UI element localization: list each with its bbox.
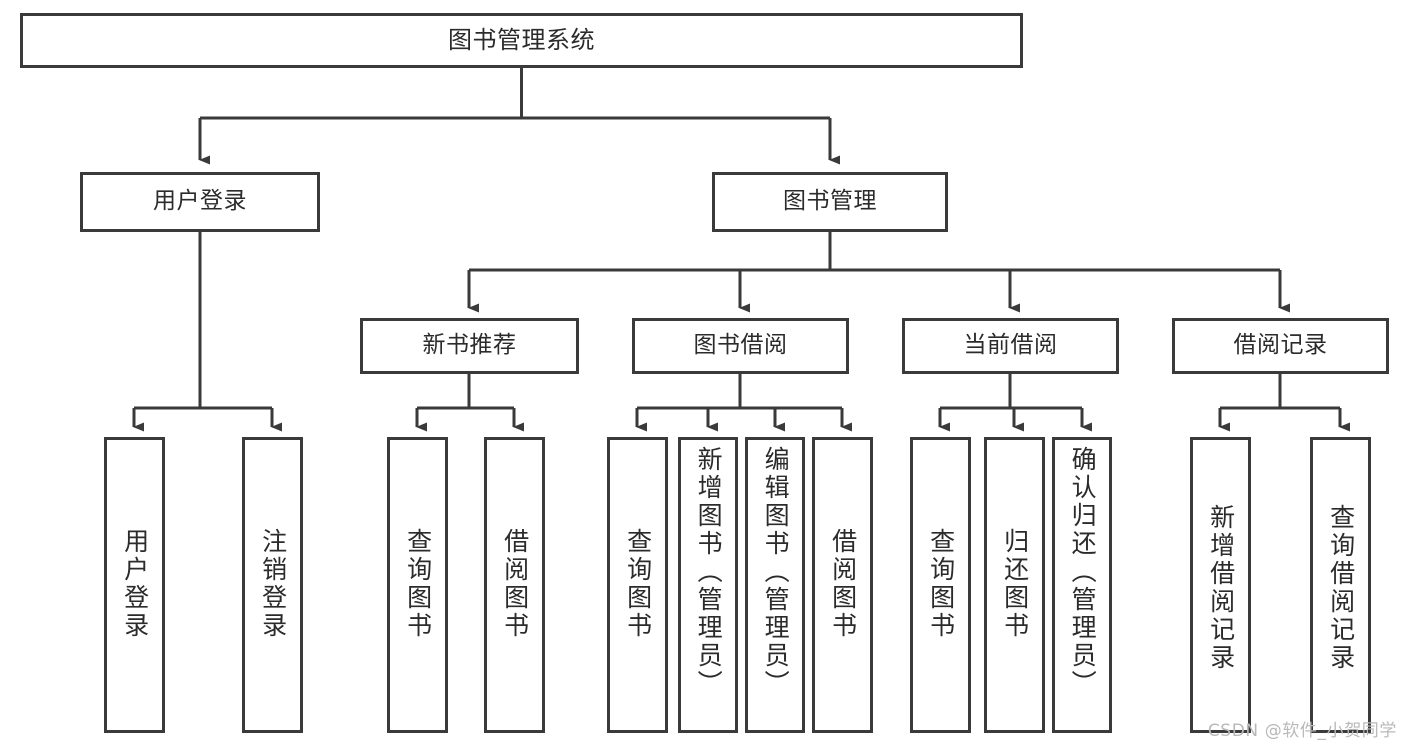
node-user-login[interactable]: 用户登录: [80, 172, 320, 232]
node-leaf-borrow-query-book-label: 查询图书: [623, 528, 653, 640]
node-leaf-cur-confirm-return[interactable]: 确认归还（管理员）: [1052, 437, 1112, 733]
node-leaf-rec-borrow-book[interactable]: 借阅图书: [484, 437, 545, 733]
node-leaf-rec-query-record-label: 查询借阅记录: [1326, 504, 1356, 672]
node-leaf-rec-query-book-label: 查询图书: [403, 528, 433, 640]
node-root[interactable]: 图书管理系统: [20, 13, 1023, 68]
node-leaf-borrow-borrow-book[interactable]: 借阅图书: [812, 437, 873, 733]
node-leaf-borrow-edit-book[interactable]: 编辑图书（管理员）: [745, 437, 805, 733]
node-leaf-user-logout-label: 注销登录: [258, 528, 288, 640]
node-book-borrow-label: 图书借阅: [693, 332, 788, 359]
watermark-text: CSDN @软件_小贺同学: [1207, 721, 1397, 741]
node-leaf-borrow-query-book[interactable]: 查询图书: [607, 437, 668, 733]
node-root-label: 图书管理系统: [448, 26, 595, 55]
node-leaf-borrow-borrow-book-label: 借阅图书: [828, 528, 858, 640]
node-current-borrow-label: 当前借阅: [963, 332, 1058, 359]
node-user-login-label: 用户登录: [153, 188, 247, 215]
node-leaf-cur-return-book[interactable]: 归还图书: [984, 437, 1045, 733]
node-book-manage-label: 图书管理: [783, 188, 877, 215]
node-leaf-borrow-add-book-label: 新增图书（管理员）: [694, 446, 724, 698]
node-leaf-borrow-edit-book-label: 编辑图书（管理员）: [761, 446, 791, 698]
node-leaf-user-logout[interactable]: 注销登录: [242, 437, 303, 733]
node-new-book-rec-label: 新书推荐: [422, 332, 517, 359]
node-new-book-rec[interactable]: 新书推荐: [360, 318, 579, 374]
node-leaf-rec-borrow-book-label: 借阅图书: [500, 528, 530, 640]
node-borrow-record-label: 借阅记录: [1233, 332, 1328, 359]
node-leaf-rec-add-record[interactable]: 新增借阅记录: [1190, 437, 1251, 733]
node-leaf-rec-query-record[interactable]: 查询借阅记录: [1310, 437, 1371, 733]
node-current-borrow[interactable]: 当前借阅: [902, 318, 1119, 374]
node-leaf-user-login-label: 用户登录: [120, 528, 150, 640]
node-leaf-cur-return-book-label: 归还图书: [1000, 528, 1030, 640]
node-leaf-cur-query-book[interactable]: 查询图书: [910, 437, 971, 733]
node-leaf-rec-add-record-label: 新增借阅记录: [1206, 504, 1236, 672]
node-book-borrow[interactable]: 图书借阅: [632, 318, 849, 374]
node-book-manage[interactable]: 图书管理: [712, 172, 948, 232]
node-leaf-cur-confirm-return-label: 确认归还（管理员）: [1068, 446, 1098, 698]
node-borrow-record[interactable]: 借阅记录: [1172, 318, 1389, 374]
node-leaf-borrow-add-book[interactable]: 新增图书（管理员）: [678, 437, 738, 733]
node-leaf-rec-query-book[interactable]: 查询图书: [387, 437, 448, 733]
node-leaf-user-login[interactable]: 用户登录: [104, 437, 165, 733]
node-leaf-cur-query-book-label: 查询图书: [926, 528, 956, 640]
